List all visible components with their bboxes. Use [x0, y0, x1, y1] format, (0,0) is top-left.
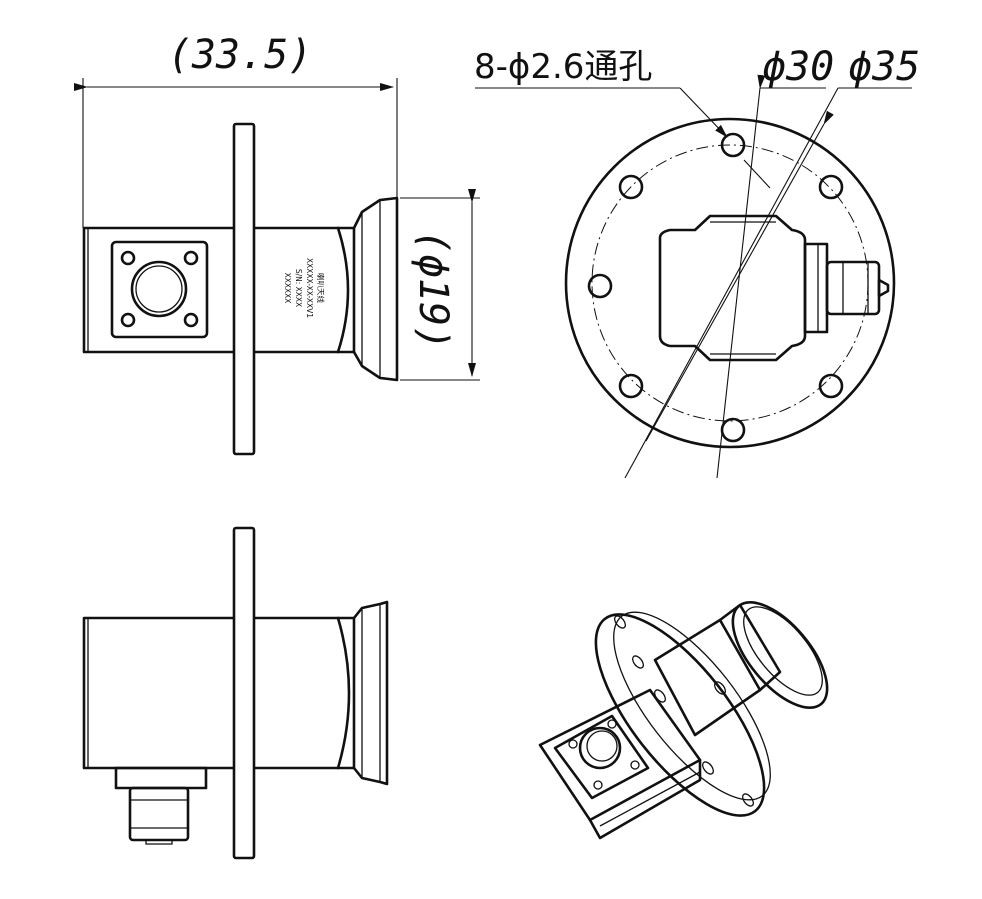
body-end — [658, 214, 807, 362]
body-top — [82, 616, 356, 770]
screw-icon — [607, 719, 617, 729]
top-view — [82, 526, 389, 860]
horn-top — [352, 600, 389, 786]
flange-edge — [232, 526, 256, 860]
flange-disk — [594, 613, 766, 817]
mount-screw-icon — [120, 312, 136, 328]
hole-icon — [720, 417, 746, 443]
flange-outline — [564, 117, 896, 449]
mount-screw-icon — [183, 312, 199, 328]
hole-icon — [618, 174, 644, 200]
hole-icon — [818, 174, 844, 200]
nameplate: 喇叭天线 XXXXX-XX-XXV1 S/N: XXXX XXXXXX — [283, 258, 326, 318]
connector-barrel — [825, 260, 881, 316]
connector-flange — [110, 240, 209, 339]
neck-curve — [336, 226, 350, 354]
hole-icon — [720, 132, 746, 158]
screw-icon — [568, 739, 578, 749]
mount-screw-icon — [183, 250, 199, 266]
svg-text:S/N: XXXX: S/N: XXXX — [294, 269, 303, 307]
connector-barrel-side — [128, 786, 190, 842]
side-view: (33.5) 喇叭天线 XXXXX-XX-XXV1 S/N: XXXX XXXX… — [74, 32, 480, 456]
isometric-view — [538, 601, 829, 840]
mounting-holes — [587, 132, 844, 443]
svg-text:喇叭天线: 喇叭天线 — [316, 273, 326, 303]
hole-icon — [618, 373, 644, 399]
flange-diameter-label: ϕ35 — [848, 44, 920, 90]
bolt-circle-label: ϕ30 — [762, 44, 834, 90]
length-dimension-label: (33.5) — [168, 32, 313, 78]
front-view: 8-ϕ2.6通孔 ϕ30 ϕ35 — [474, 44, 920, 479]
hole-spec-label: 8-ϕ2.6通孔 — [474, 47, 652, 87]
connector-port-iso — [578, 726, 622, 770]
connector-port — [130, 260, 188, 318]
screw-icon — [593, 780, 603, 790]
connector-base-side — [114, 766, 208, 790]
screw-icon — [630, 760, 640, 770]
hole-icon — [818, 373, 844, 399]
flange-plate — [232, 122, 256, 456]
diameter-dimension: (ϕ19) — [400, 189, 480, 381]
length-dimension: (33.5) — [74, 32, 398, 228]
connector-plate — [553, 714, 650, 800]
hole-icon — [587, 273, 613, 299]
connector-base — [803, 242, 829, 334]
svg-text:XXXXX-XX-XXV1: XXXXX-XX-XXV1 — [305, 258, 314, 318]
diameter-dimension-label: (ϕ19) — [410, 230, 456, 350]
waveguide-body — [82, 226, 356, 354]
svg-text:XXXXXX: XXXXXX — [283, 273, 292, 304]
horn-profile — [352, 196, 399, 382]
mount-screw-icon — [120, 250, 136, 266]
